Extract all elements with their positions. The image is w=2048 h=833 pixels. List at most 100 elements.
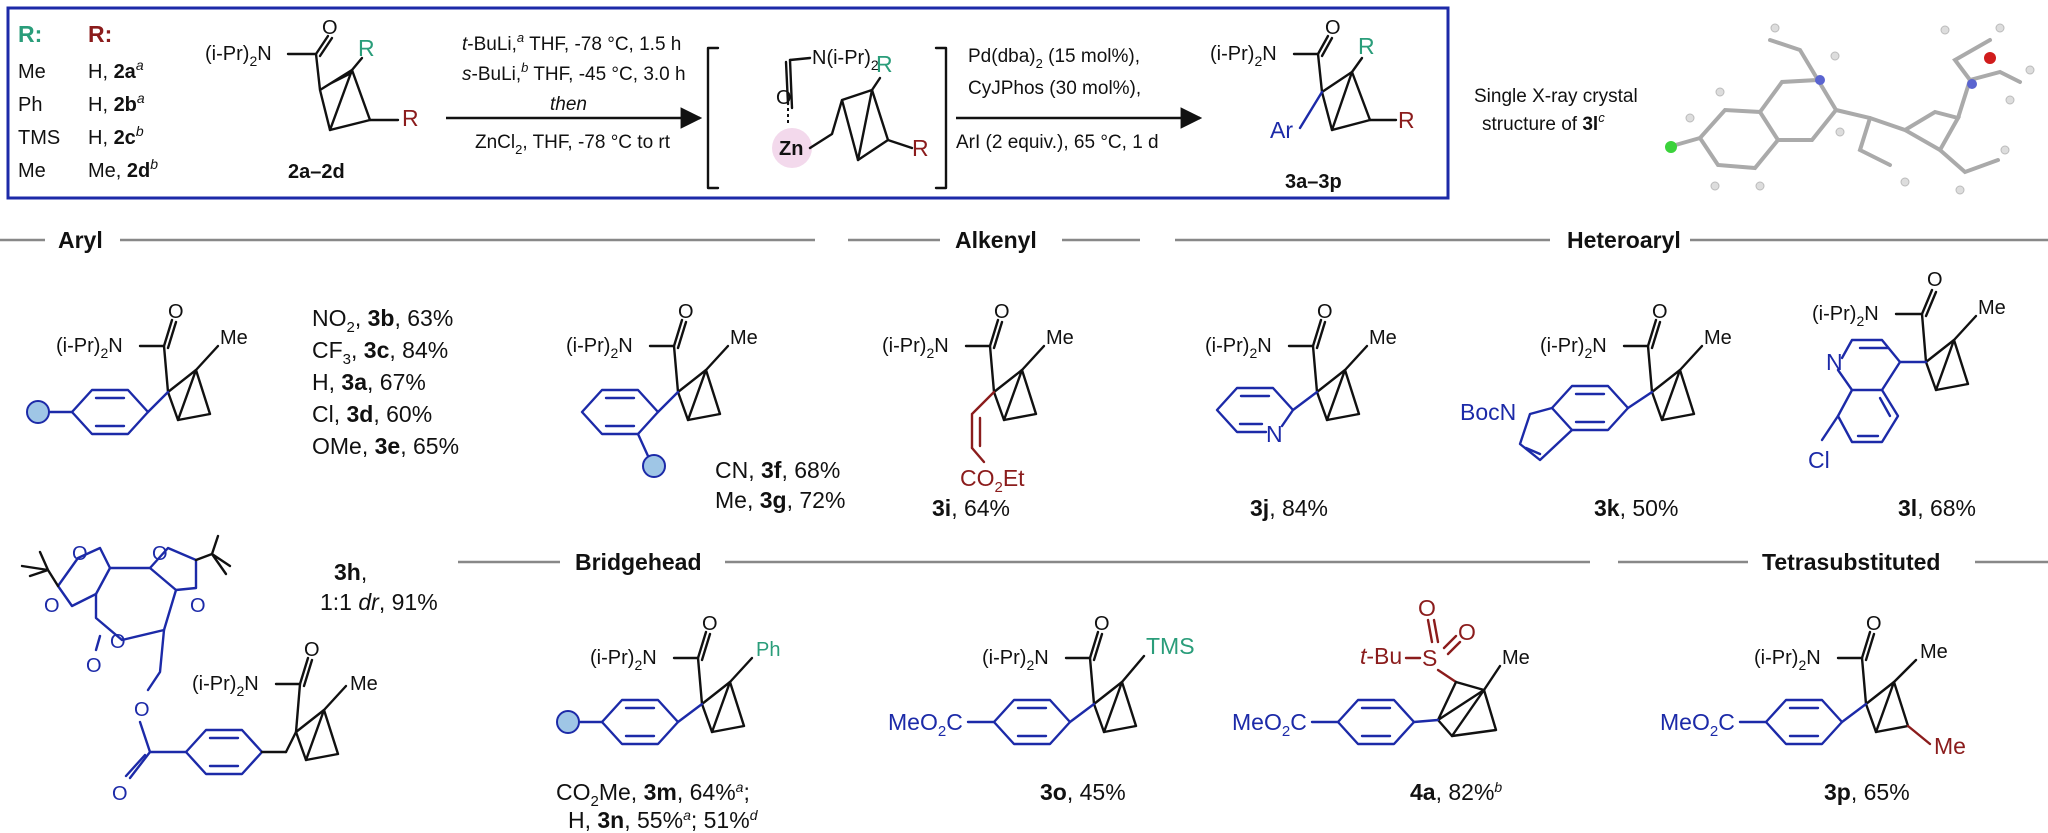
svg-text:O: O xyxy=(1866,613,1882,635)
svg-text:(i-Pr)2N: (i-Pr)2N xyxy=(1540,335,1607,361)
xray-crystal-structure xyxy=(1665,23,2035,195)
svg-text:Me: Me xyxy=(220,327,248,349)
svg-text:N: N xyxy=(1266,421,1283,447)
svg-text:s-BuLi,b THF, -45 °C, 3.0 h: s-BuLi,b THF, -45 °C, 3.0 h xyxy=(462,60,686,85)
svg-text:Zn: Zn xyxy=(779,138,803,160)
compound-3p: (i-Pr)2N O Me Me MeO2C 3p, 65% xyxy=(1660,613,1966,805)
svg-text:Cl: Cl xyxy=(1808,447,1830,473)
svg-text:H, 2aa: H, 2aa xyxy=(88,57,144,83)
svg-text:O: O xyxy=(1094,613,1110,635)
svg-text:Tetrasubstituted: Tetrasubstituted xyxy=(1762,549,1940,575)
svg-text:O: O xyxy=(322,17,338,39)
section-alkenyl: Alkenyl xyxy=(848,227,1140,253)
svg-text:Pd(dba)2 (15 mol%),: Pd(dba)2 (15 mol%), xyxy=(968,46,1140,71)
svg-text:O: O xyxy=(110,631,126,653)
svg-text:(i-Pr)2N: (i-Pr)2N xyxy=(1205,335,1272,361)
svg-text:ZnCl2, THF, -78 °C to rt: ZnCl2, THF, -78 °C to rt xyxy=(475,132,671,157)
svg-text:(i-Pr)2N: (i-Pr)2N xyxy=(1754,647,1821,673)
svg-text:H, 3n, 55%a; 51%d: H, 3n, 55%a; 51%d xyxy=(568,807,759,833)
scheme-box xyxy=(6,6,1450,200)
svg-text:(i-Pr)2N: (i-Pr)2N xyxy=(566,335,633,361)
section-heteroaryl: Heteroaryl xyxy=(1175,227,2048,253)
svg-text:O: O xyxy=(168,301,184,323)
svg-text:O: O xyxy=(678,301,694,323)
aryl-substituent-list: NO2, 3b, 63% CF3, 3c, 84% H, 3a, 67% Cl,… xyxy=(312,305,459,459)
svg-text:R:: R: xyxy=(88,21,112,47)
svg-text:3o, 45%: 3o, 45% xyxy=(1040,779,1126,805)
svg-text:R: R xyxy=(876,51,893,77)
compound-aryl-para: (i-Pr)2N O Me xyxy=(26,301,248,436)
svg-text:NO2, 3b, 63%: NO2, 3b, 63% xyxy=(312,305,453,336)
step2-conditions: Pd(dba)2 (15 mol%), CyJPhos (30 mol%), A… xyxy=(956,46,1203,153)
svg-text:CO2Et: CO2Et xyxy=(960,465,1025,496)
section-bridgehead: Bridgehead xyxy=(458,549,1590,575)
svg-text:O: O xyxy=(44,595,60,617)
svg-text:O: O xyxy=(112,783,128,805)
svg-text:Me: Me xyxy=(18,61,46,83)
section-aryl: Aryl xyxy=(0,227,815,253)
compound-3o: (i-Pr)2N O TMS MeO2C 3o, 45% xyxy=(888,613,1195,805)
starting-material-2a-2d: (i-Pr)2N O R R 2a–2d xyxy=(205,17,419,183)
xray-caption: Single X-ray crystal xyxy=(1474,86,1638,107)
svg-text:O: O xyxy=(1317,301,1333,323)
compound-3m-3n: (i-Pr)2N O Ph CO2Me, 3m, 64%a; H, 3n, 55… xyxy=(556,613,780,833)
svg-text:O: O xyxy=(1418,595,1436,621)
svg-text:O: O xyxy=(304,639,320,661)
svg-text:TMS: TMS xyxy=(18,127,60,149)
svg-text:MeO2C: MeO2C xyxy=(1232,709,1307,740)
compound-aryl-ortho: (i-Pr)2N O Me xyxy=(566,301,758,478)
compound-3i: (i-Pr)2N O Me CO2Et 3i, 64% xyxy=(882,301,1074,521)
svg-text:R: R xyxy=(1398,107,1415,133)
svg-text:2a–2d: 2a–2d xyxy=(288,161,345,183)
svg-text:R: R xyxy=(358,35,375,61)
svg-text:O: O xyxy=(152,543,168,565)
svg-text:t-Bu: t-Bu xyxy=(1360,643,1402,669)
svg-text:Me: Me xyxy=(1046,327,1074,349)
svg-text:H, 2ba: H, 2ba xyxy=(88,90,145,116)
svg-text:Me: Me xyxy=(18,160,46,182)
svg-text:(i-Pr)2N: (i-Pr)2N xyxy=(590,647,657,673)
svg-text:3l, 68%: 3l, 68% xyxy=(1898,495,1976,521)
svg-text:CO2Me, 3m, 64%a;: CO2Me, 3m, 64%a; xyxy=(556,779,750,810)
svg-text:Me: Me xyxy=(350,673,378,695)
svg-text:R: R xyxy=(912,135,929,161)
svg-text:S: S xyxy=(1422,645,1437,671)
svg-text:3i, 64%: 3i, 64% xyxy=(932,495,1010,521)
svg-text:MeO2C: MeO2C xyxy=(888,709,963,740)
svg-text:(i-Pr)2N: (i-Pr)2N xyxy=(982,647,1049,673)
svg-text:Alkenyl: Alkenyl xyxy=(955,227,1037,253)
svg-text:Me: Me xyxy=(1369,327,1397,349)
svg-text:O: O xyxy=(1927,269,1943,291)
svg-text:H, 3a, 67%: H, 3a, 67% xyxy=(312,369,426,395)
svg-text:Me: Me xyxy=(1978,297,2006,319)
svg-text:Me, 3g, 72%: Me, 3g, 72% xyxy=(715,487,845,513)
svg-text:3k, 50%: 3k, 50% xyxy=(1594,495,1678,521)
svg-text:O: O xyxy=(190,595,206,617)
svg-text:Cl, 3d, 60%: Cl, 3d, 60% xyxy=(312,401,432,427)
svg-text:H, 2cb: H, 2cb xyxy=(88,123,144,149)
compound-3k: (i-Pr)2N O Me BocN 3k, 50% xyxy=(1460,301,1732,521)
svg-text:O: O xyxy=(702,613,718,635)
svg-text:Aryl: Aryl xyxy=(58,227,103,253)
ortho-substituent-list: CN, 3f, 68% Me, 3g, 72% xyxy=(715,457,845,513)
svg-text:O: O xyxy=(1652,301,1668,323)
product-3a-3p: (i-Pr)2N O R R Ar 3a–3p xyxy=(1210,17,1415,193)
svg-text:CN, 3f, 68%: CN, 3f, 68% xyxy=(715,457,840,483)
svg-text:O: O xyxy=(776,87,792,109)
svg-text:3a–3p: 3a–3p xyxy=(1285,171,1342,193)
compound-3l: (i-Pr)2N O Me N Cl 3l, 68% xyxy=(1808,269,2006,521)
svg-text:BocN: BocN xyxy=(1460,399,1516,425)
step1-conditions: t-BuLi,a THF, -78 °C, 1.5 h s-BuLi,b THF… xyxy=(446,30,703,157)
svg-text:O: O xyxy=(994,301,1010,323)
svg-text:O: O xyxy=(86,655,102,677)
svg-text:Ph: Ph xyxy=(756,639,780,661)
zinc-intermediate: N(i-Pr)2 O Zn R R xyxy=(706,46,948,190)
svg-text:Me: Me xyxy=(1704,327,1732,349)
compound-3j: (i-Pr)2N O Me N 3j, 84% xyxy=(1205,301,1397,521)
svg-text:t-BuLi,a THF, -78 °C, 1.5 h: t-BuLi,a THF, -78 °C, 1.5 h xyxy=(462,30,681,55)
svg-text:R: R xyxy=(402,105,419,131)
svg-text:CF3, 3c, 84%: CF3, 3c, 84% xyxy=(312,337,448,368)
svg-text:1:1 dr, 91%: 1:1 dr, 91% xyxy=(320,589,438,615)
svg-text:R:: R: xyxy=(18,21,42,47)
